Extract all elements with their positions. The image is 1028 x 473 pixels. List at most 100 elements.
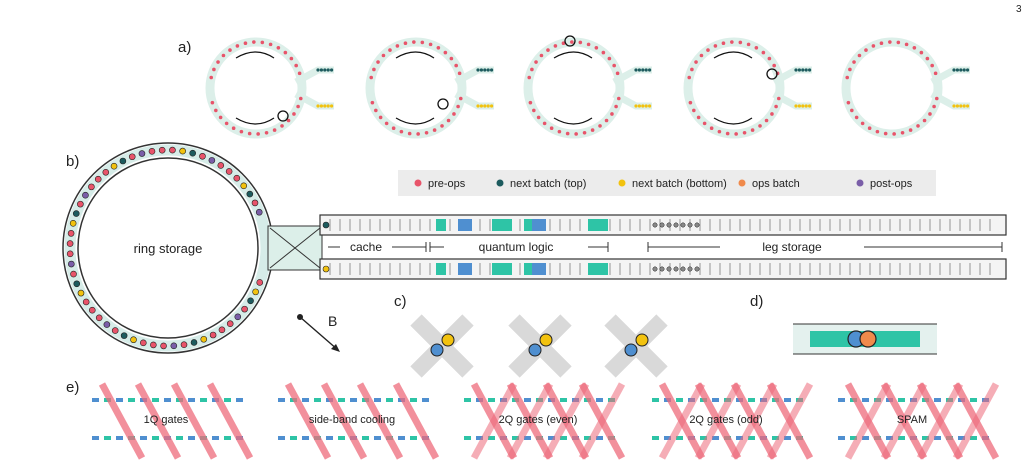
logic-electrode — [458, 219, 472, 231]
legend-label: ops batch — [752, 178, 800, 190]
ion — [930, 63, 934, 68]
ion — [919, 50, 924, 55]
electrode-segment — [584, 436, 591, 440]
electrode-segment — [488, 436, 495, 440]
ion — [659, 266, 665, 272]
electrode-segment — [652, 398, 659, 402]
ion — [73, 280, 81, 288]
panel-label-b: b) — [66, 153, 79, 170]
ion — [614, 104, 618, 109]
ion — [666, 266, 672, 272]
laser-beam — [284, 382, 332, 460]
ion — [692, 108, 696, 113]
laser-beam — [952, 382, 1000, 460]
ion — [709, 126, 714, 131]
ion — [648, 68, 652, 72]
ion — [77, 200, 84, 208]
ion — [754, 45, 759, 50]
electrode-segment — [464, 436, 471, 440]
ion — [322, 221, 330, 229]
ion — [694, 60, 698, 64]
ion — [962, 104, 966, 108]
electrode-segment — [188, 436, 195, 440]
junction-swap — [410, 314, 474, 378]
ion — [848, 67, 852, 72]
electrode-segment — [560, 398, 567, 402]
legend-label: post-ops — [870, 178, 913, 190]
ion — [610, 112, 614, 116]
ion — [150, 341, 157, 349]
ion — [634, 104, 638, 108]
ion — [557, 129, 562, 134]
electrode-segment — [338, 436, 345, 440]
laser-beam — [134, 382, 182, 460]
ion — [72, 210, 80, 217]
ion — [200, 335, 208, 343]
ion — [294, 63, 298, 68]
ion — [532, 108, 536, 113]
electrode-segment — [302, 398, 309, 402]
ring-track — [205, 37, 307, 139]
ion — [490, 104, 494, 108]
junction-swap — [604, 314, 668, 378]
ion — [376, 60, 380, 64]
ion — [458, 96, 463, 101]
ion — [680, 222, 686, 228]
ion — [289, 56, 294, 61]
ring-storage-label: ring storage — [134, 241, 203, 256]
ion — [578, 40, 583, 45]
ion — [158, 146, 166, 154]
ion — [403, 41, 408, 46]
electrode-segment — [410, 398, 417, 402]
ion — [565, 131, 570, 136]
electrode-segment — [850, 436, 857, 440]
laser-beam — [694, 382, 742, 460]
ion — [70, 270, 77, 278]
ion — [407, 131, 412, 136]
ion — [446, 118, 451, 123]
ion — [221, 53, 226, 58]
ion — [607, 56, 612, 61]
ion — [875, 129, 880, 134]
ion — [67, 230, 75, 237]
ion — [483, 68, 487, 72]
motion-arrow — [713, 51, 753, 59]
ion — [420, 40, 425, 45]
ion — [235, 44, 240, 48]
electrode-segment — [140, 436, 147, 440]
ion — [256, 132, 260, 136]
ion — [228, 48, 232, 52]
ion — [217, 162, 225, 169]
panel-a-ring-sequence — [205, 35, 970, 139]
ion — [688, 100, 693, 105]
ion — [797, 68, 802, 72]
ion — [399, 129, 404, 134]
electrode-segment — [970, 398, 977, 402]
ion — [912, 45, 917, 50]
electrode-segment — [838, 436, 845, 440]
ion — [436, 45, 441, 50]
logic-electrode — [532, 219, 546, 231]
ion — [82, 298, 90, 306]
legend-label: next batch (top) — [510, 178, 586, 190]
ion — [867, 126, 872, 131]
ion — [601, 50, 606, 55]
ion — [857, 53, 862, 58]
ion — [742, 130, 747, 135]
electrode-segment — [712, 398, 719, 402]
ion — [256, 279, 264, 286]
ion — [892, 132, 896, 136]
electrode-segment — [116, 436, 123, 440]
legend-marker — [496, 179, 504, 187]
ring-track — [841, 37, 943, 139]
logic-electrode — [492, 219, 512, 231]
laser-beam — [506, 382, 554, 460]
electrode-segment — [302, 436, 309, 440]
electrode-segment — [176, 436, 183, 440]
ion — [854, 115, 859, 120]
ion — [225, 168, 233, 175]
electrode-segment — [326, 436, 333, 440]
electrode-segment — [596, 398, 603, 402]
ion — [883, 131, 888, 136]
